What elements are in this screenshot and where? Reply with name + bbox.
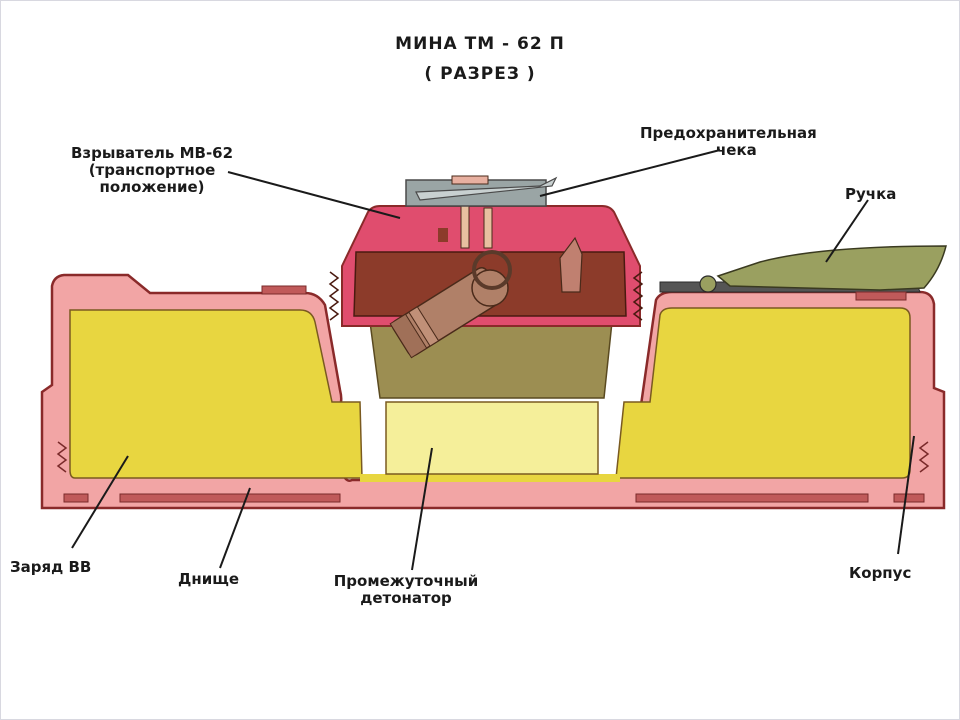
label-detonator-line1: Промежуточный (333, 572, 479, 590)
label-fuze-line3: положение) (99, 178, 205, 196)
label-charge: Заряд ВВ (10, 558, 92, 576)
label-detonator: Промежуточный детонатор (316, 573, 496, 607)
handle-pivot (699, 275, 717, 293)
leader-bottom (219, 487, 251, 569)
fuze-ring (472, 250, 512, 290)
top-ledge-left (261, 285, 307, 295)
handle-grip (716, 245, 947, 291)
bottom-strip-right (635, 493, 869, 503)
leader-charge (71, 455, 129, 549)
label-fuze: Взрыватель МВ-62 (транспортное положение… (52, 145, 252, 196)
charge-bottom (360, 474, 620, 482)
leader-fuze (227, 171, 401, 219)
label-detonator-line2: детонатор (360, 589, 452, 607)
leader-handle (825, 199, 869, 263)
label-body: Корпус (849, 564, 912, 582)
diagram-subtitle: ( РАЗРЕЗ ) (424, 64, 536, 84)
safety-pin-lever (415, 176, 558, 201)
bottom-pad-left (63, 493, 89, 503)
fuze-stop-left (438, 228, 448, 242)
charge-left (69, 309, 363, 479)
fuze-rod-2 (483, 207, 493, 249)
label-pin-line2: чека (716, 141, 757, 159)
safety-pin-cap (451, 175, 489, 185)
thread-right (632, 271, 644, 321)
diagram-title: МИНА ТМ - 62 П (395, 34, 565, 54)
detonator (385, 401, 599, 475)
leader-lines (71, 149, 915, 571)
leader-detonator (411, 447, 433, 571)
fuze-stop-right (559, 236, 583, 293)
label-pin: Предохранительная чека (640, 125, 817, 159)
side-thread-left (56, 441, 68, 473)
label-fuze-line2: (транспортное (88, 161, 216, 179)
label-pin-line1: Предохранительная (640, 124, 817, 142)
leader-pin (539, 149, 721, 197)
bottom-strip-left (119, 493, 341, 503)
charge-right (615, 307, 911, 479)
leader-body (897, 435, 915, 555)
label-bottom: Днище (178, 570, 239, 588)
label-handle: Ручка (845, 185, 897, 203)
label-fuze-line1: Взрыватель МВ-62 (70, 144, 234, 162)
fuze-rod (460, 199, 470, 249)
top-ledge-right (855, 291, 907, 301)
thread-left (328, 271, 340, 321)
side-thread-right (918, 441, 930, 473)
bottom-pad-right (893, 493, 925, 503)
